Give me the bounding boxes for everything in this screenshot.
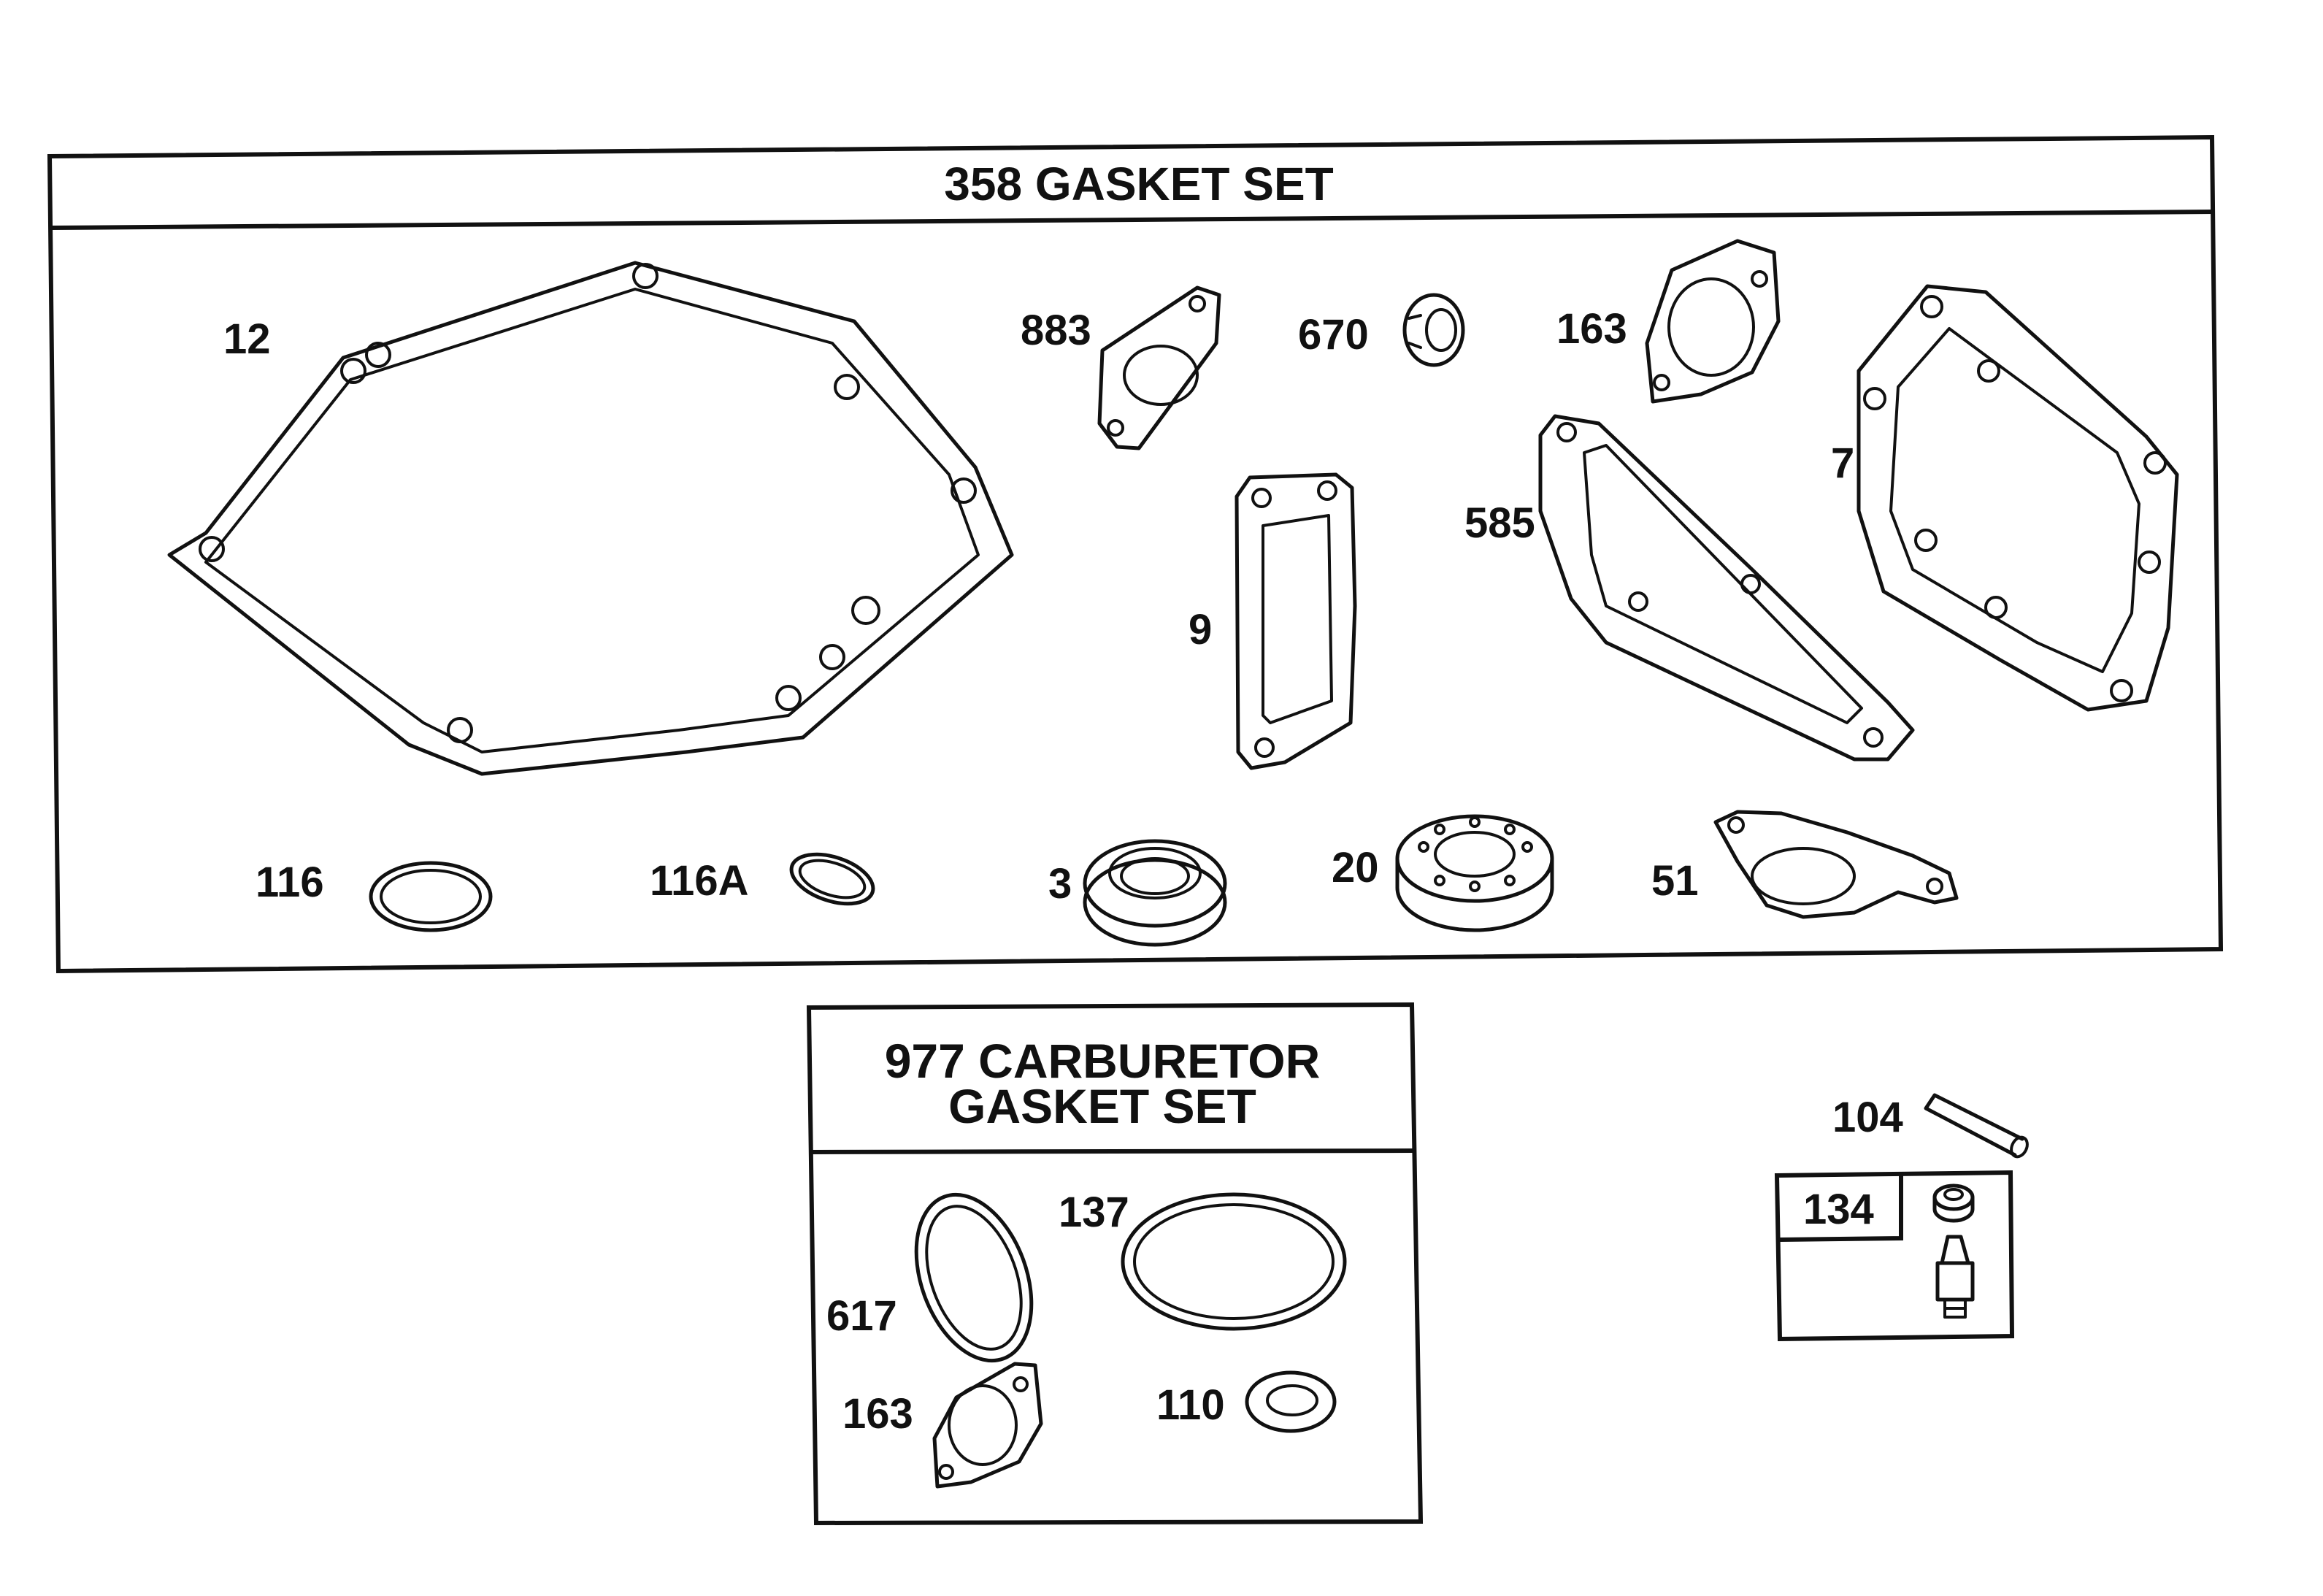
label-585: 585	[1464, 499, 1535, 547]
carburetor-set-panel: 977 CARBURETOR GASKET SET	[806, 1002, 1424, 1526]
part-20-seal	[1395, 814, 1554, 932]
label-51: 51	[1651, 857, 1699, 905]
label-163: 163	[1556, 305, 1627, 353]
gasket-set-panel: 358 GASKET SET	[47, 134, 2224, 974]
label-134: 134	[1803, 1186, 1874, 1233]
part-585-gasket	[1538, 414, 1915, 761]
part-163-gasket	[1645, 239, 1781, 404]
carburetor-set-title-line2: GASKET SET	[948, 1079, 1256, 1133]
part-7-head-gasket	[1857, 284, 2179, 712]
carburetor-set-title-line1: 977 CARBURETOR	[885, 1034, 1321, 1088]
label-137: 137	[1059, 1189, 1129, 1236]
label-670: 670	[1298, 311, 1369, 358]
part-12-crankcase-gasket	[167, 261, 1014, 776]
label-110: 110	[1156, 1381, 1225, 1429]
part-3-oil-seal	[1083, 839, 1227, 947]
gasket-set-title: 358 GASKET SET	[944, 158, 1334, 210]
label-7: 7	[1831, 440, 1854, 487]
label-617: 617	[826, 1292, 897, 1340]
label-883: 883	[1021, 307, 1091, 354]
part-163-carb-gasket	[932, 1362, 1043, 1489]
label-3: 3	[1048, 860, 1072, 908]
part-110-washer	[1245, 1370, 1337, 1433]
label-116a: 116A	[650, 857, 748, 905]
part-134-kit	[1774, 1170, 2015, 1342]
part-116-ring	[369, 861, 493, 932]
label-9: 9	[1189, 606, 1212, 653]
part-617-gasket	[914, 1192, 1034, 1363]
label-104: 104	[1832, 1094, 1903, 1141]
label-20: 20	[1332, 844, 1379, 891]
part-116a-ring	[789, 852, 875, 906]
label-116: 116	[256, 859, 324, 906]
label-163-carb: 163	[842, 1390, 913, 1438]
part-9-gasket	[1235, 472, 1357, 770]
label-12: 12	[223, 315, 271, 363]
part-104-pin	[1924, 1093, 2029, 1159]
part-51-gasket	[1713, 810, 1959, 919]
part-883-gasket	[1097, 285, 1221, 450]
part-670-seal	[1402, 293, 1465, 367]
part-137-gasket	[1121, 1192, 1347, 1331]
